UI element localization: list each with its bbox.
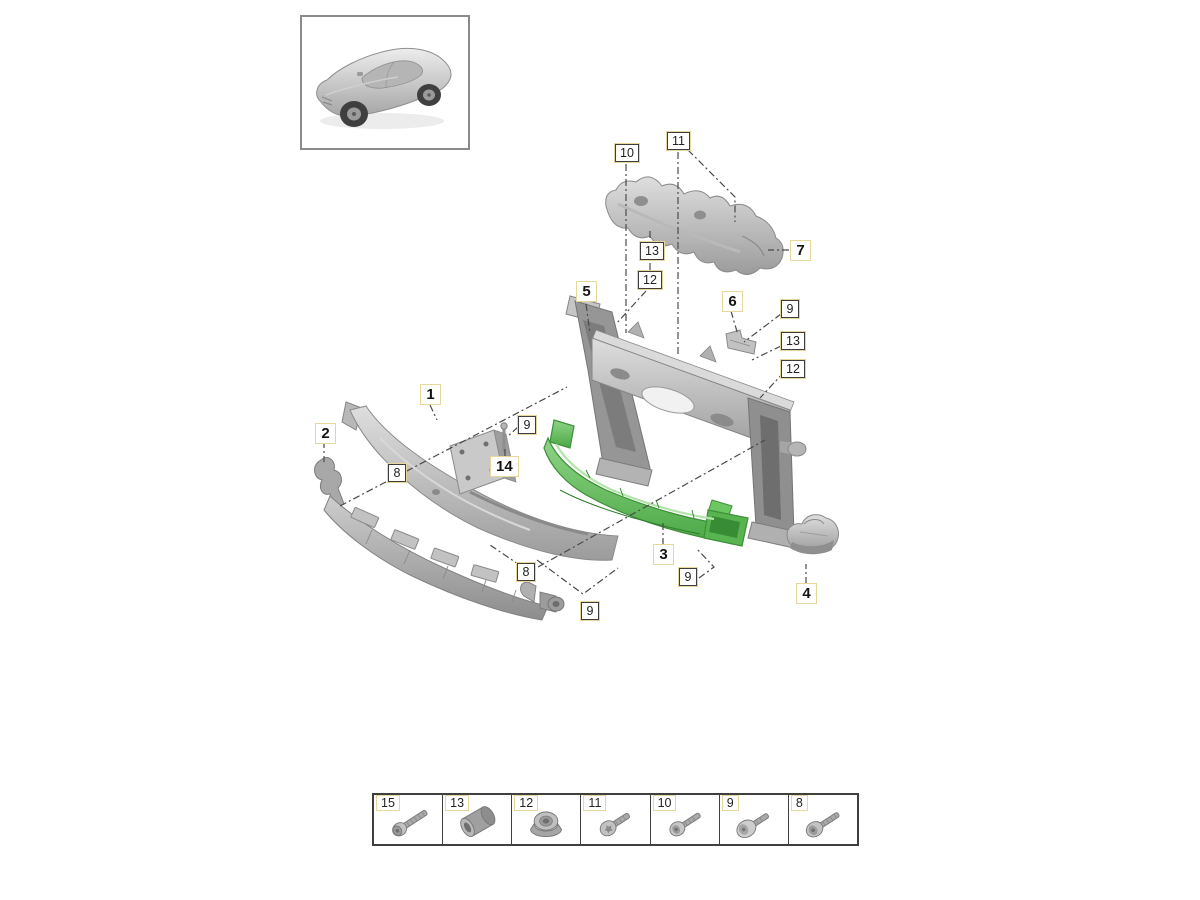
part-1-bumper-beam[interactable] [341,401,619,561]
part-4-side-bracket[interactable] [786,514,839,555]
part-6-bracket[interactable] [725,329,757,355]
callout-4[interactable]: 4 [796,583,817,604]
grommet-nut-icon [530,811,563,837]
car-3quarter-view-icon [316,47,452,129]
dome-head-screw-icon [736,813,769,838]
callout-14[interactable]: 14 [490,456,519,477]
legend-cell-12[interactable]: 12 [511,795,580,844]
callout-9-mid[interactable]: 9 [517,415,537,435]
callout-12-right[interactable]: 12 [780,359,806,379]
part-3-lower-support-highlighted[interactable] [543,419,749,547]
pan-head-screw-icon [669,812,701,837]
callout-7[interactable]: 7 [790,240,811,261]
part-2-energy-absorber[interactable] [314,457,565,621]
legend-num-10: 10 [652,795,677,811]
part-7-upper-bracket[interactable] [605,176,784,275]
callout-9-bottom-right[interactable]: 9 [678,567,698,587]
legend-cell-15[interactable]: 15 [374,795,442,844]
long-bolt-icon [392,809,428,837]
legend-num-15: 15 [376,795,400,811]
callout-13-top[interactable]: 13 [639,241,665,261]
callout-11[interactable]: 11 [666,131,691,151]
legend-cell-13[interactable]: 13 [442,795,511,844]
legend-num-13: 13 [445,795,470,811]
callout-8-bottom[interactable]: 8 [516,562,536,582]
callout-9-bottom-left[interactable]: 9 [580,601,600,621]
legend-cell-8[interactable]: 8 [787,795,857,844]
callout-6[interactable]: 6 [722,291,743,312]
callout-13-right[interactable]: 13 [780,331,806,351]
vehicle-thumbnail-box [300,15,470,150]
legend-num-9: 9 [721,795,739,811]
callout-10[interactable]: 10 [614,143,640,163]
legend-cell-10[interactable]: 10 [649,795,719,844]
torx-screw-icon [600,812,631,837]
part-5-lock-carrier[interactable] [565,295,807,549]
callout-8-left[interactable]: 8 [387,463,407,483]
legend-num-8: 8 [790,795,808,811]
callout-5[interactable]: 5 [576,281,597,302]
legend-cell-9[interactable]: 9 [718,795,788,844]
fastener-legend: 15 13 [372,793,859,846]
legend-cell-11[interactable]: 11 [580,795,649,844]
part-14-pin[interactable] [500,422,508,452]
callout-3[interactable]: 3 [653,544,674,565]
callout-12-top[interactable]: 12 [637,270,663,290]
callout-1[interactable]: 1 [420,384,441,405]
leader-lines [323,149,807,595]
legend-num-12: 12 [514,795,539,811]
legend-num-11: 11 [583,795,607,811]
washer-screw-icon [805,812,840,838]
callout-9-right[interactable]: 9 [780,299,800,319]
spacer-sleeve-icon [460,806,496,837]
callout-2[interactable]: 2 [315,423,336,444]
